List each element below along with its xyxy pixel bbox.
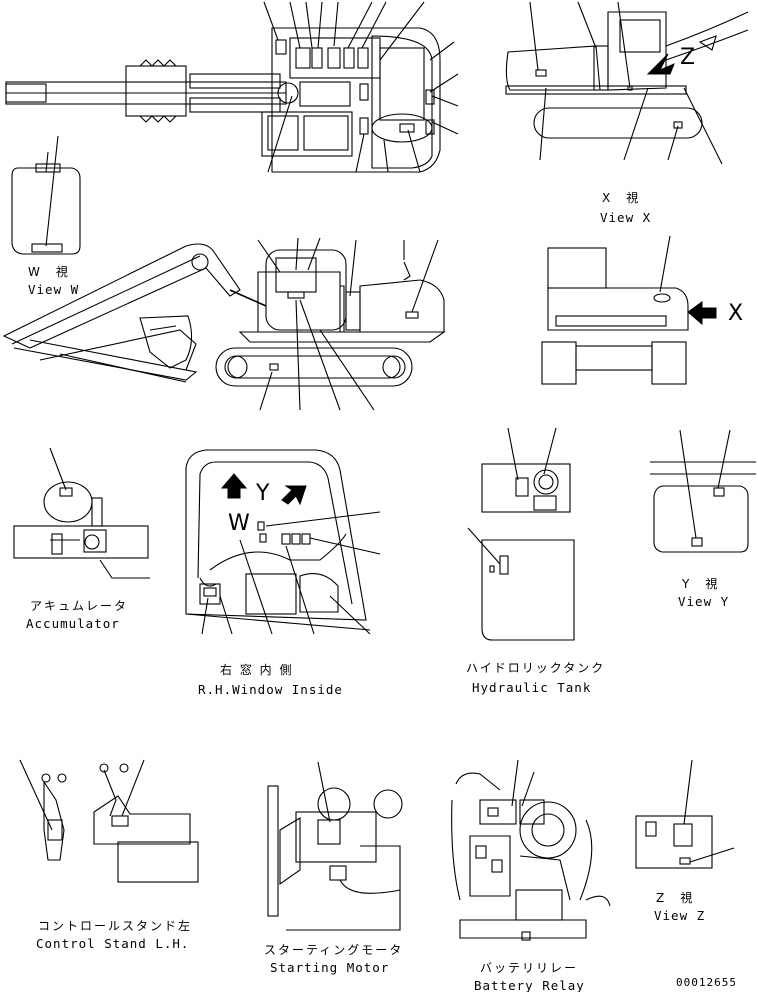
side-view-excavator <box>2 237 446 411</box>
arrow-x-icon <box>687 301 717 326</box>
arrow-z-icon <box>646 53 675 75</box>
letter-z: Z <box>680 45 695 70</box>
view-z-en: View Z <box>654 908 705 923</box>
accumulator-group: アキュムレータ Accumulator <box>13 447 150 631</box>
rear-view-excavator: X <box>541 235 743 385</box>
view-w-en: View W <box>28 282 79 297</box>
view-y-jp: Y 視 <box>681 576 719 591</box>
view-y-en: View Y <box>678 594 729 609</box>
accumulator-jp: アキュムレータ <box>30 599 128 613</box>
battery-relay-group: バッテリリレー Battery Relay <box>451 759 611 992</box>
starting-motor-group: スターティングモータ Starting Motor <box>264 761 403 975</box>
arrow-up-icon <box>220 473 248 499</box>
arrow-diag-icon <box>281 485 307 506</box>
letter-w: W <box>228 511 250 536</box>
view-z-group: Z 視 View Z <box>635 759 735 923</box>
view-x-side: Z X 視 View X <box>505 1 749 225</box>
battery-en: Battery Relay <box>474 978 585 992</box>
view-w-jp: W 視 <box>28 264 70 279</box>
top-view-excavator <box>5 1 459 173</box>
accumulator-en: Accumulator <box>26 616 120 631</box>
view-z-jp: Z 視 <box>656 890 694 905</box>
control-jp: コントロールスタンド左 <box>38 918 192 933</box>
battery-jp: バッテリリレー <box>480 961 578 975</box>
control-stand-group: コントロールスタンド左 Control Stand L.H. <box>19 759 199 951</box>
window-en: R.H.Window Inside <box>198 682 343 697</box>
hydraulic-en: Hydraulic Tank <box>472 680 591 695</box>
starting-jp: スターティングモータ <box>264 943 403 957</box>
view-y-group: Y 視 View Y <box>650 429 756 609</box>
view-w-panel: W 視 View W <box>11 135 81 297</box>
rh-window-group: Y W 右 窓 内 側 R.H.Window Inside <box>185 449 381 697</box>
drawing-number: 00012655 <box>676 976 737 989</box>
letter-y: Y <box>255 481 270 506</box>
starting-en: Starting Motor <box>270 960 389 975</box>
view-x-jp: X 視 <box>602 190 640 205</box>
view-x-en: View X <box>600 210 651 225</box>
window-jp: 右 窓 内 側 <box>220 662 293 677</box>
hydraulic-jp: ハイドロリックタンク <box>466 661 605 675</box>
letter-x: X <box>728 301 743 326</box>
control-en: Control Stand L.H. <box>36 936 189 951</box>
hydraulic-tank-group: ハイドロリックタンク Hydraulic Tank <box>466 427 605 695</box>
